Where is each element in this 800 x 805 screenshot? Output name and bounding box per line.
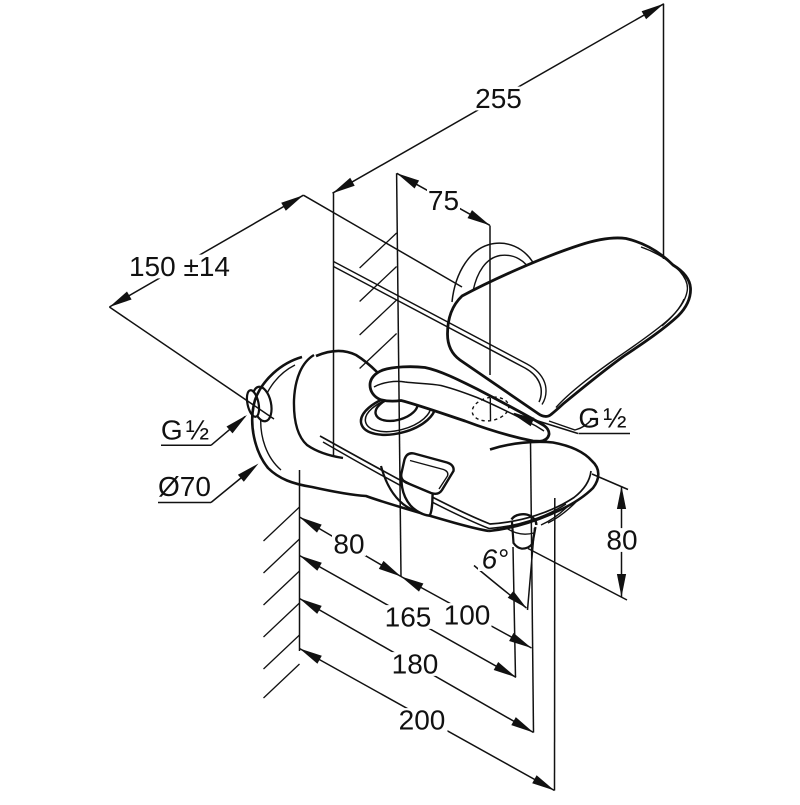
svg-text:200: 200	[399, 705, 446, 736]
svg-text:75: 75	[428, 185, 459, 216]
svg-text:255: 255	[475, 83, 522, 114]
svg-text:Ø70: Ø70	[158, 471, 211, 502]
svg-text:165: 165	[385, 602, 432, 633]
svg-text:6°: 6°	[482, 544, 509, 575]
svg-text:180: 180	[392, 649, 439, 680]
svg-text:80: 80	[606, 525, 637, 556]
svg-text:G½: G½	[578, 403, 629, 434]
svg-text:100: 100	[444, 600, 491, 631]
svg-text:80: 80	[333, 529, 364, 560]
svg-text:G½: G½	[161, 415, 212, 446]
svg-text:150 ±14: 150 ±14	[129, 251, 230, 282]
